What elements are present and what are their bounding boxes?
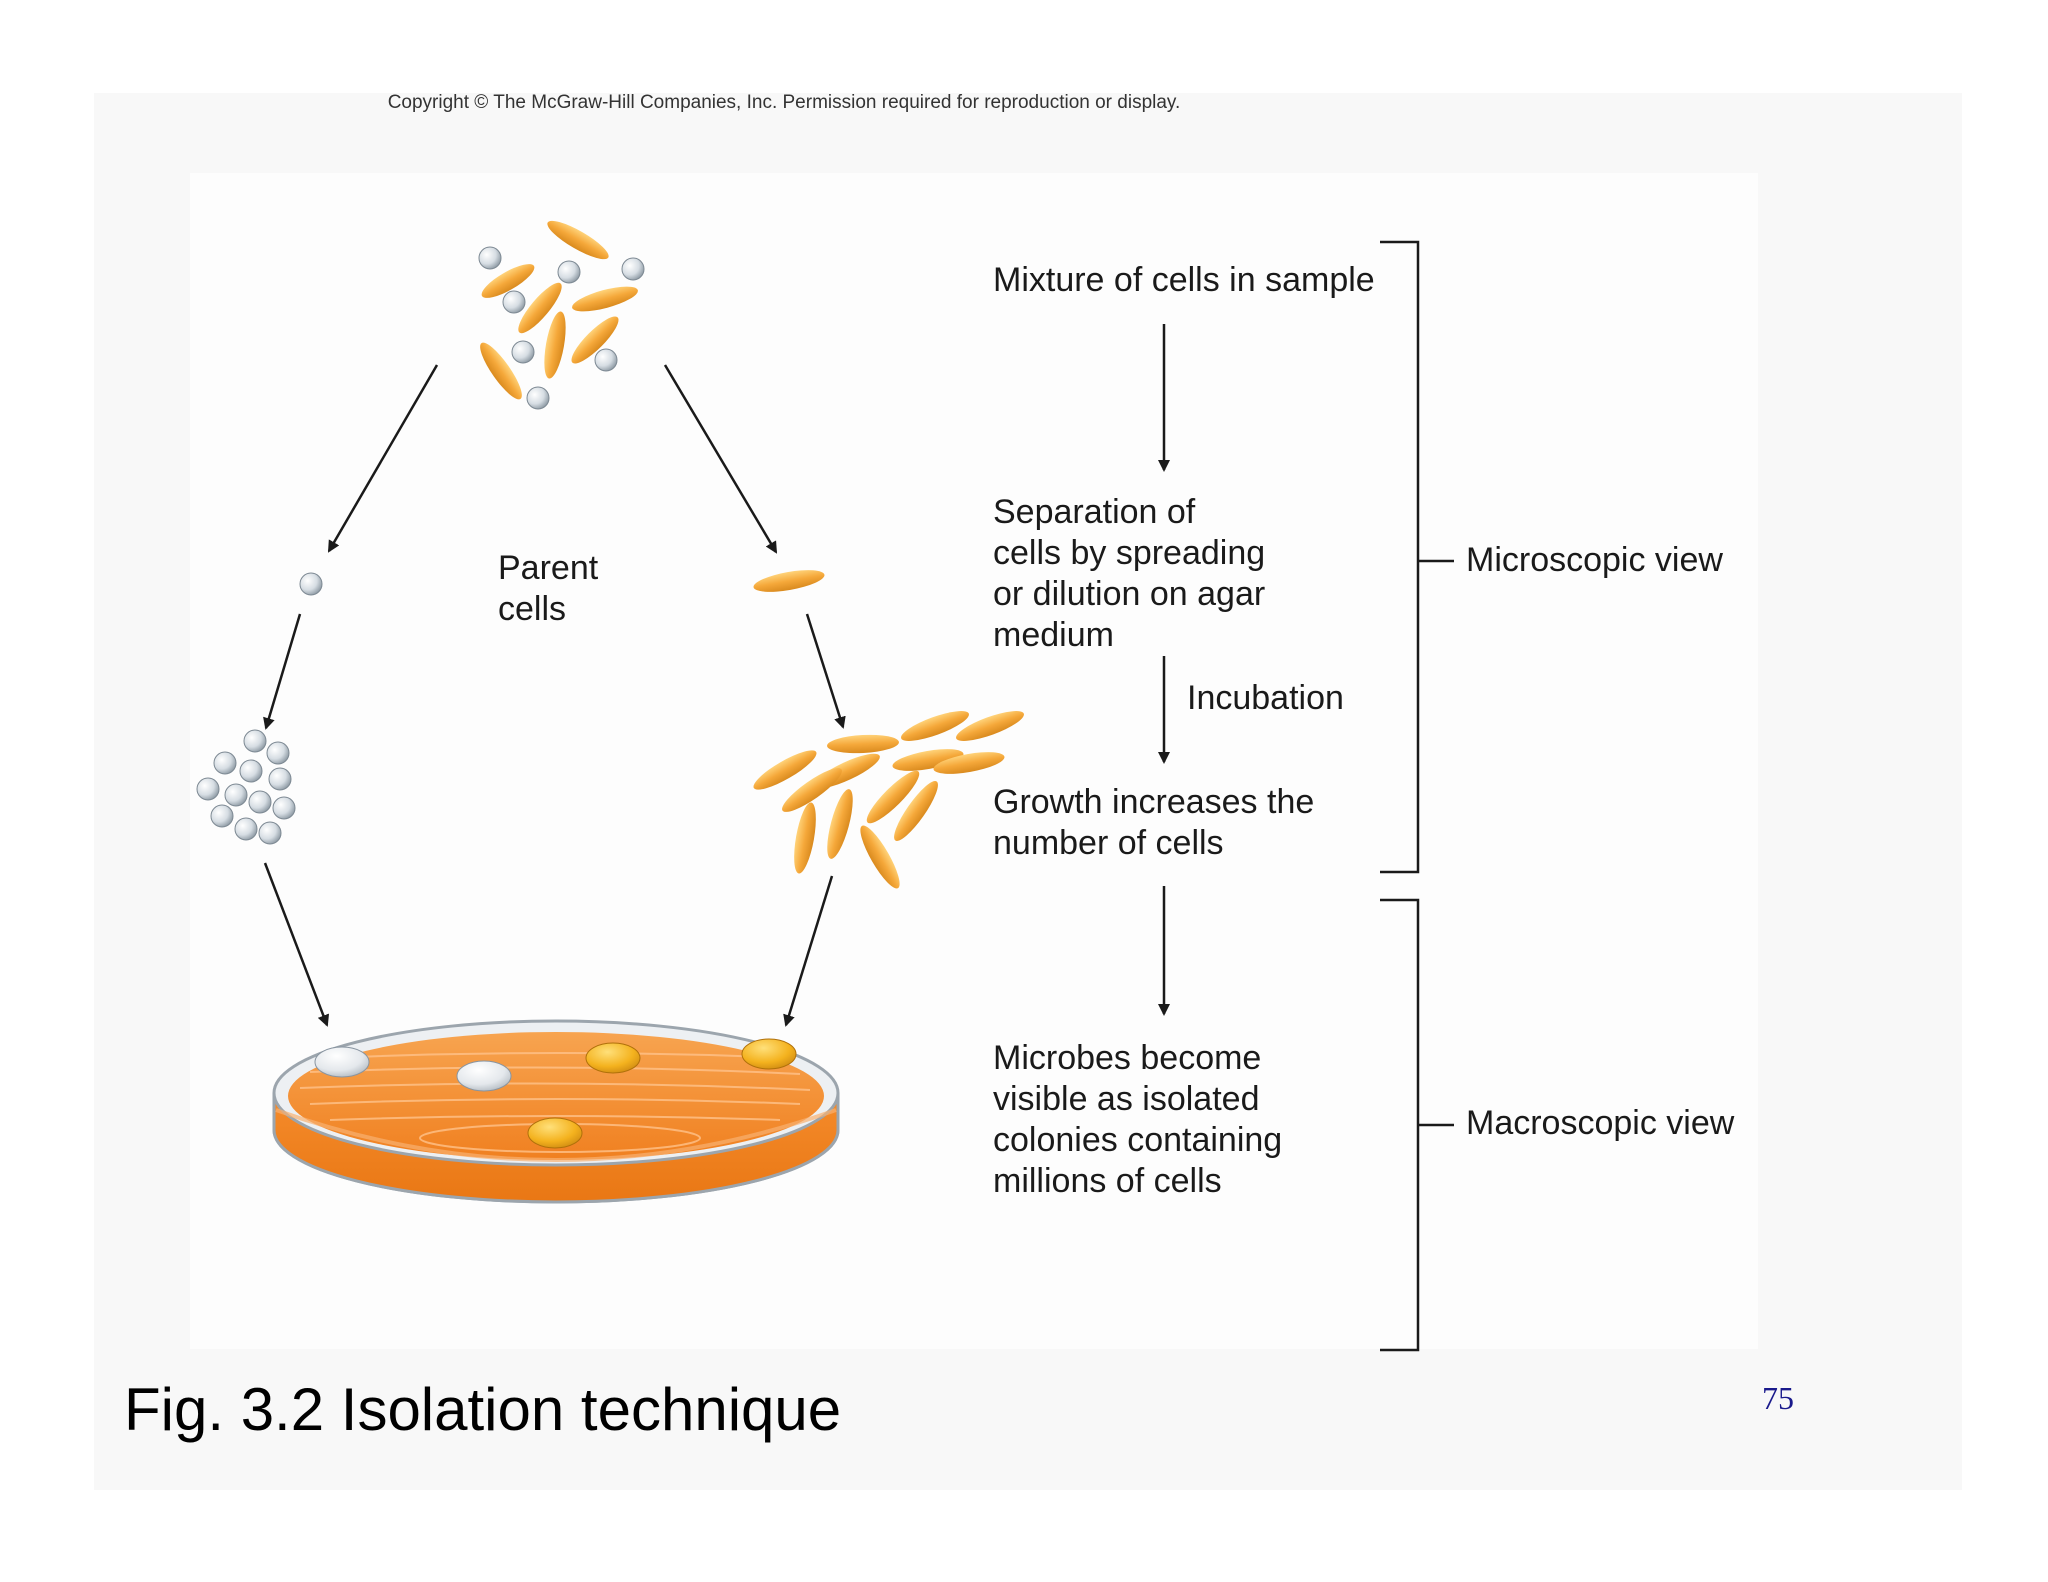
colony-yellow <box>585 1042 641 1074</box>
rod-cell <box>894 781 938 841</box>
rod-cell <box>860 825 900 889</box>
colony-yellow <box>741 1038 797 1070</box>
coccus-cell <box>526 386 550 410</box>
rod-cell <box>827 734 899 754</box>
parent-cell-mixture <box>478 220 645 410</box>
rod-cluster <box>753 711 1024 889</box>
coccus-cell <box>210 804 234 828</box>
rod-cell <box>547 220 609 260</box>
parent-cells-label: Parent cells <box>498 549 599 628</box>
single-coccus-cell <box>299 572 323 596</box>
coccus-cell <box>243 729 267 753</box>
rod-cell <box>544 311 566 379</box>
coccus-cell <box>621 257 645 281</box>
arrow-coccus-growth <box>263 613 302 730</box>
coccus-cell <box>511 340 535 364</box>
rod-cell <box>827 789 853 859</box>
coccus-cell <box>272 796 296 820</box>
arrow-to-coccus <box>327 364 439 553</box>
rod-cell <box>866 770 920 824</box>
microscopic-view-label: Microscopic view <box>1466 541 1723 579</box>
coccus-cell <box>478 246 502 270</box>
copyright-notice: Copyright © The McGraw-Hill Companies, I… <box>387 92 1181 113</box>
rod-cell <box>480 342 522 400</box>
step-separation: Separation of cells by spreading or dilu… <box>993 493 1266 654</box>
coccus-cell <box>258 821 282 845</box>
coccus-cell <box>502 290 526 314</box>
coccus-cell <box>557 260 581 284</box>
step-mixture: Mixture of cells in sample <box>993 261 1375 299</box>
arrow-rod-to-dish <box>783 875 834 1027</box>
page-number: 75 <box>1762 1380 1794 1416</box>
coccus-cell <box>234 817 258 841</box>
macroscopic-bracket <box>1380 898 1420 1352</box>
step-growth: Growth increases the number of cells <box>993 783 1315 862</box>
coccus-cell <box>224 783 248 807</box>
arrow-coccus-to-dish <box>263 862 330 1027</box>
rod-cell <box>794 802 816 874</box>
colony-white <box>456 1060 512 1092</box>
rod-cell <box>571 316 619 364</box>
rod-cell <box>518 282 562 334</box>
coccus-cell <box>213 751 237 775</box>
arrow-to-rod <box>663 364 778 554</box>
rod-cell <box>572 286 638 312</box>
colony-white <box>314 1046 370 1078</box>
petri-dish <box>272 1019 840 1204</box>
coccus-cluster <box>196 729 296 845</box>
microscopic-bracket <box>1380 240 1420 874</box>
rod-cell <box>753 750 817 790</box>
step-colonies: Microbes become visible as isolated colo… <box>993 1039 1283 1200</box>
coccus-cell <box>248 790 272 814</box>
agar-surface <box>288 1032 824 1160</box>
step-incubation: Incubation <box>1187 679 1344 717</box>
macroscopic-view-label: Macroscopic view <box>1466 1104 1735 1142</box>
rod-cell <box>933 752 1005 774</box>
arrow-rod-growth <box>805 613 846 729</box>
coccus-cell <box>239 759 263 783</box>
coccus-cell <box>196 777 220 801</box>
coccus-cell <box>268 767 292 791</box>
rod-cell <box>481 264 535 298</box>
rod-cell <box>782 768 842 812</box>
rod-cell <box>956 711 1024 741</box>
rod-cell <box>901 711 969 741</box>
rod-cell <box>892 749 964 771</box>
coccus-cell <box>594 348 618 372</box>
figure-caption: Fig. 3.2 Isolation technique <box>124 1376 842 1443</box>
coccus-cell <box>266 741 290 765</box>
single-rod-cell <box>753 570 825 592</box>
colony-yellow <box>527 1117 583 1149</box>
